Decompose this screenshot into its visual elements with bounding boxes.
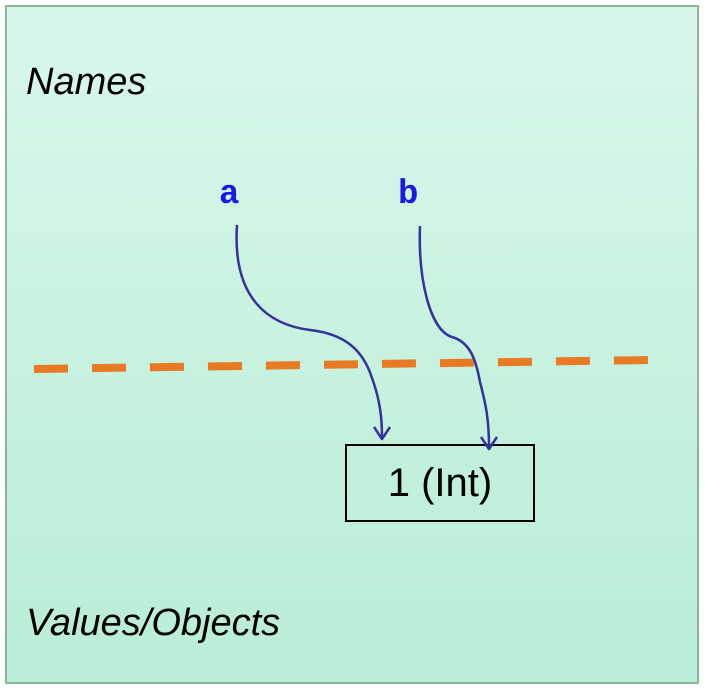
int-value-box: 1 (Int) (345, 444, 535, 522)
variable-b-label: b (398, 176, 419, 214)
names-region-label: Names (26, 61, 147, 103)
diagram-panel: Names Values/Objects (5, 5, 699, 684)
int-value-label: 1 (Int) (387, 460, 493, 505)
variable-a-label: a (219, 176, 240, 214)
values-region-label: Values/Objects (26, 602, 281, 644)
